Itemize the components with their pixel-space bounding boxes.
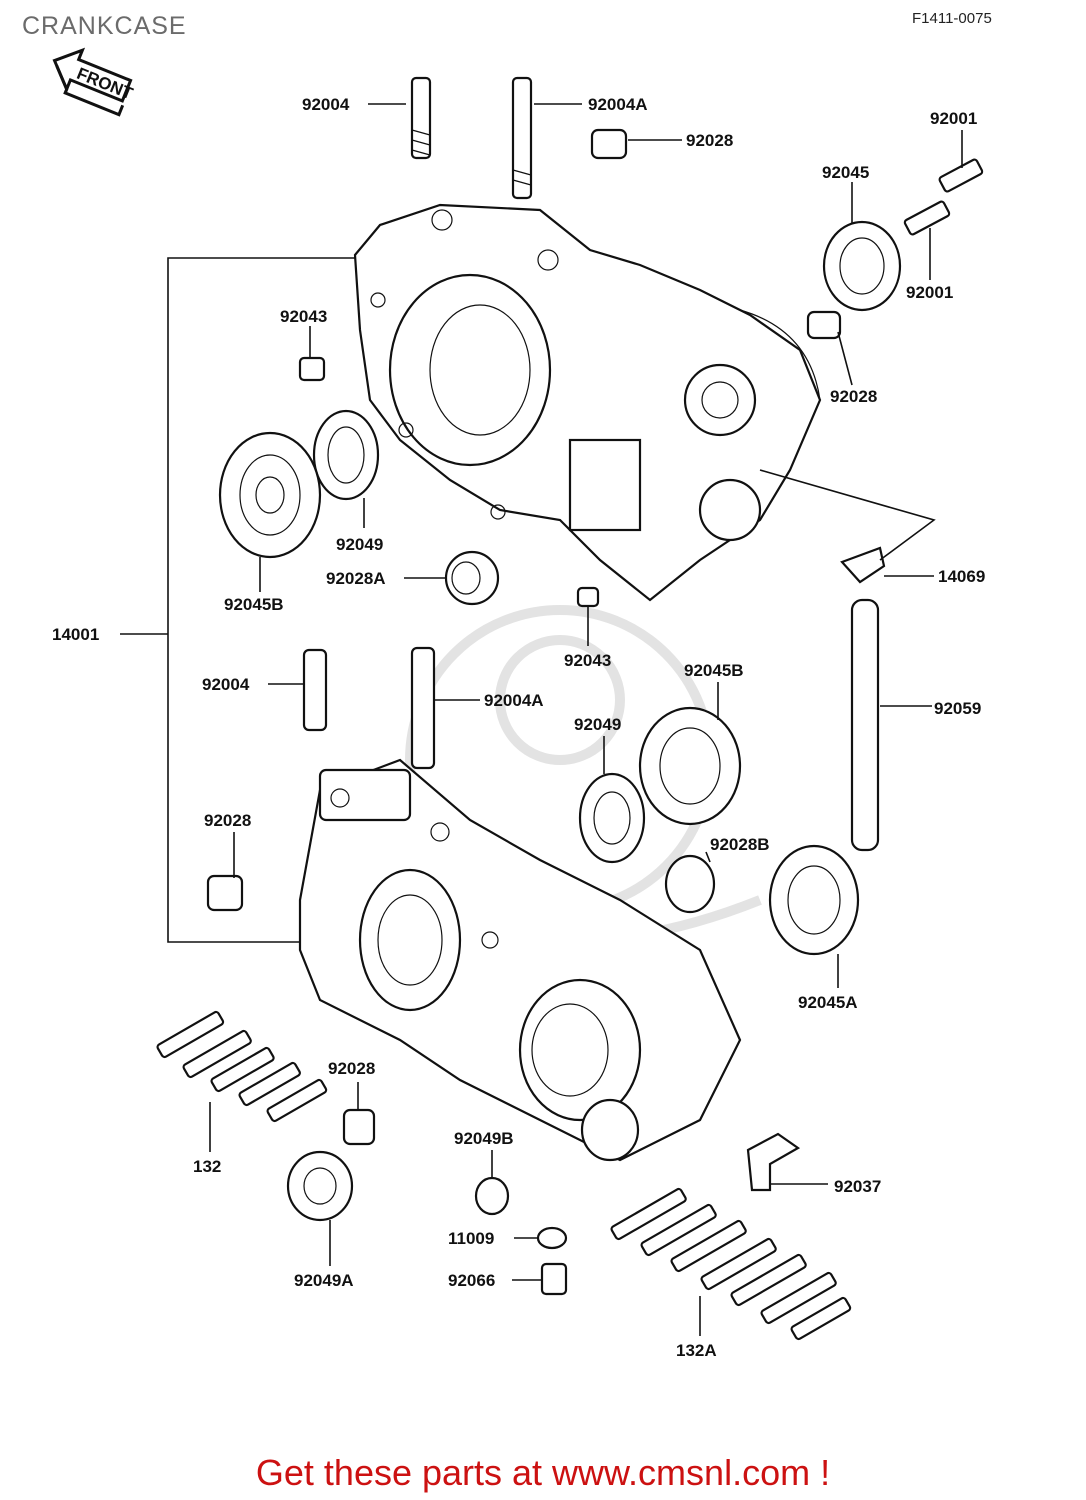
callout-92028-right: 92028 xyxy=(830,387,877,406)
callout-14069: 14069 xyxy=(938,567,985,586)
stud-92004-low xyxy=(302,648,328,732)
callout-92001-b: 92001 xyxy=(906,283,953,302)
collar-92028A xyxy=(444,550,500,606)
callout-92049-mid: 92049 xyxy=(574,715,621,734)
callout-92043-top: 92043 xyxy=(280,307,327,326)
bracket-92037 xyxy=(746,1132,801,1192)
callout-92049-top: 92049 xyxy=(336,535,383,554)
pin-92043-mid xyxy=(576,586,600,608)
callout-92049A: 92049A xyxy=(294,1271,354,1290)
leader-lines xyxy=(120,103,963,1336)
stud-92004A-low xyxy=(410,646,436,770)
callout-labels: 92004 92004A 92028 92001 92045 92001 920… xyxy=(52,95,985,1360)
callout-92043-mid: 92043 xyxy=(564,651,611,670)
seal-92049B xyxy=(474,1176,510,1216)
callout-92028A: 92028A xyxy=(326,569,386,588)
bearing-92045-top xyxy=(822,220,902,312)
callout-92059: 92059 xyxy=(934,699,981,718)
front-arrow-icon: FRONT xyxy=(52,47,136,117)
dowel-92028-left xyxy=(206,874,244,912)
plug-92066 xyxy=(540,1262,568,1296)
hose-92059 xyxy=(850,598,880,852)
bolt-set-132 xyxy=(156,1010,328,1123)
seal-92049-mid xyxy=(578,772,646,864)
footer-banner-link[interactable]: Get these parts at www.cmsnl.com ! xyxy=(255,1452,831,1493)
stud-92004-top xyxy=(410,76,432,160)
callout-92028-left: 92028 xyxy=(204,811,251,830)
seal-92049A xyxy=(286,1150,354,1222)
callout-92045B-right: 92045B xyxy=(684,661,744,680)
dowel-92028-top xyxy=(590,128,628,160)
callout-92004A-top: 92004A xyxy=(588,95,648,114)
callout-92045A: 92045A xyxy=(798,993,858,1012)
diagram-ref-code: F1411-0075 xyxy=(912,10,992,27)
callout-92028-low: 92028 xyxy=(328,1059,375,1078)
callout-92045B-left: 92045B xyxy=(224,595,284,614)
lower-crankcase-half xyxy=(298,758,742,1162)
callout-92045: 92045 xyxy=(822,163,869,182)
dowel-92028-low xyxy=(342,1108,376,1146)
callout-92037: 92037 xyxy=(834,1177,881,1196)
callout-11009: 11009 xyxy=(448,1229,494,1248)
bearing-92045B-left xyxy=(218,431,322,559)
callout-92028-top: 92028 xyxy=(686,131,733,150)
pin-92043-top xyxy=(298,356,326,382)
collar-92028B xyxy=(664,854,716,914)
bearing-92045B-right xyxy=(638,706,742,826)
callout-14001: 14001 xyxy=(52,625,99,644)
callout-92049B: 92049B xyxy=(454,1129,514,1148)
bolt-set-132A xyxy=(610,1187,852,1341)
stud-92004A-top xyxy=(511,76,533,200)
callout-92004-low: 92004 xyxy=(202,675,250,694)
seal-92049-top xyxy=(312,409,380,501)
dowel-92028-right xyxy=(806,310,842,340)
callout-132: 132 xyxy=(193,1157,221,1176)
fitting-14069 xyxy=(840,546,886,584)
callout-92066: 92066 xyxy=(448,1271,495,1290)
page-title: CRANKCASE xyxy=(22,12,187,40)
bearing-92045A xyxy=(768,844,860,956)
callout-92001-a: 92001 xyxy=(930,109,977,128)
callout-92004-top: 92004 xyxy=(302,95,350,114)
callout-92004A-low: 92004A xyxy=(484,691,544,710)
bolt-92001-b xyxy=(903,200,951,236)
bolt-92001-a xyxy=(938,158,984,193)
upper-crankcase-half xyxy=(353,203,822,602)
callout-92028B: 92028B xyxy=(710,835,770,854)
washer-11009 xyxy=(536,1226,568,1250)
callout-132A: 132A xyxy=(676,1341,717,1360)
